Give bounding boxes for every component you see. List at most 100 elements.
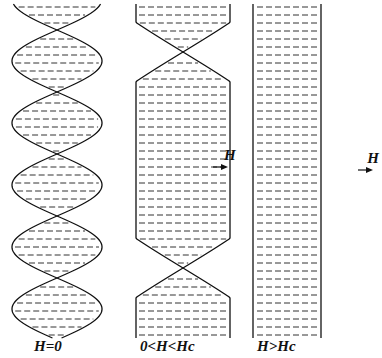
molecule-dashes (257, 271, 317, 272)
molecule-dashes (15, 247, 99, 248)
molecule-dashes (257, 175, 317, 176)
field-arrowhead (366, 167, 373, 173)
molecule-dashes (32, 327, 81, 328)
molecule-dashes (257, 199, 317, 200)
molecule-dashes (139, 167, 227, 168)
molecule-dashes (139, 119, 227, 120)
molecule-dashes (257, 95, 317, 96)
molecule-dashes (139, 87, 227, 88)
molecule-dashes (257, 7, 317, 8)
molecule-dashes (257, 223, 317, 224)
molecule-dashes (257, 39, 317, 40)
molecule-dashes (29, 263, 85, 264)
molecule-dashes (139, 319, 227, 320)
molecule-dashes (257, 111, 317, 112)
molecule-dashes (257, 335, 317, 336)
molecule-dashes (257, 279, 317, 280)
molecule-dashes (168, 279, 198, 280)
molecule-dashes (44, 23, 69, 24)
molecule-dashes (257, 103, 317, 104)
molecule-dashes (143, 79, 223, 80)
molecule-dashes (139, 231, 227, 232)
molecule-dashes (257, 311, 317, 312)
molecule-dashes (19, 239, 96, 240)
molecule-dashes (257, 71, 317, 72)
molecule-dashes (49, 335, 66, 336)
molecule-dashes (257, 151, 317, 152)
molecule-dashes (26, 199, 88, 200)
molecule-dashes (257, 287, 317, 288)
molecule-dashes (29, 15, 85, 16)
molecule-dashes (178, 263, 188, 264)
molecule-dashes (257, 327, 317, 328)
molecule-dashes (257, 143, 317, 144)
molecule-dashes (17, 303, 97, 304)
molecule-dashes (23, 135, 91, 136)
molecule-dashes (23, 111, 91, 112)
molecule-dashes (36, 103, 78, 104)
molecule-dashes (155, 71, 211, 72)
condition-label: 0<H<Hc (140, 339, 195, 354)
molecule-dashes (139, 7, 227, 8)
unwound-helix-strand (136, 4, 230, 338)
molecule-dashes (139, 135, 227, 136)
molecule-dashes (49, 159, 66, 160)
molecule-dashes (257, 55, 317, 56)
molecule-dashes (139, 95, 227, 96)
molecule-dashes (257, 319, 317, 320)
molecule-dashes (257, 295, 317, 296)
molecule-dashes (36, 143, 78, 144)
molecule-dashes (152, 247, 214, 248)
molecule-dashes (257, 183, 317, 184)
unwound-helix-strand (136, 4, 230, 338)
molecule-dashes (165, 39, 201, 40)
boundary-line (252, 4, 253, 338)
molecule-dashes (32, 79, 81, 80)
molecule-dashes (139, 303, 227, 304)
molecule-dashes (139, 151, 227, 152)
molecule-dashes (257, 303, 317, 304)
molecule-dashes (257, 207, 317, 208)
molecule-dashes (139, 127, 227, 128)
molecule-dashes (139, 103, 227, 104)
molecule-dashes (53, 151, 61, 152)
molecule-dashes (19, 7, 96, 8)
field-arrowhead (221, 164, 228, 170)
molecule-dashes (155, 287, 211, 288)
molecule-dashes (257, 47, 317, 48)
molecule-dashes (139, 15, 227, 16)
molecule-dashes (257, 23, 317, 24)
molecule-dashes (139, 159, 227, 160)
molecule-dashes (40, 287, 74, 288)
molecule-dashes (139, 335, 227, 336)
molecule-dashes (139, 215, 227, 216)
molecule-dashes (143, 295, 223, 296)
molecule-dashes (21, 175, 94, 176)
molecule-dashes (44, 223, 69, 224)
field-label: H (367, 151, 379, 166)
molecule-dashes (32, 167, 81, 168)
molecule-dashes (17, 191, 97, 192)
molecule-dashes (165, 255, 201, 256)
molecule-dashes (257, 239, 317, 240)
molecule-dashes (139, 111, 227, 112)
molecule-dashes (257, 263, 317, 264)
molecule-dashes (257, 63, 317, 64)
molecule-dashes (21, 319, 94, 320)
molecule-dashes (257, 127, 317, 128)
molecule-dashes (21, 71, 94, 72)
molecule-dashes (139, 199, 227, 200)
molecule-dashes (139, 175, 227, 176)
molecule-dashes (178, 47, 188, 48)
condition-label: H>Hc (257, 339, 296, 354)
molecule-dashes (139, 191, 227, 192)
condition-label: H=0 (34, 339, 62, 354)
molecule-dashes (15, 311, 99, 312)
molecule-dashes (257, 247, 317, 248)
molecule-dashes (49, 87, 66, 88)
molecule-dashes (139, 311, 227, 312)
molecule-dashes (257, 167, 317, 168)
molecule-dashes (53, 95, 61, 96)
molecule-dashes (140, 239, 226, 240)
